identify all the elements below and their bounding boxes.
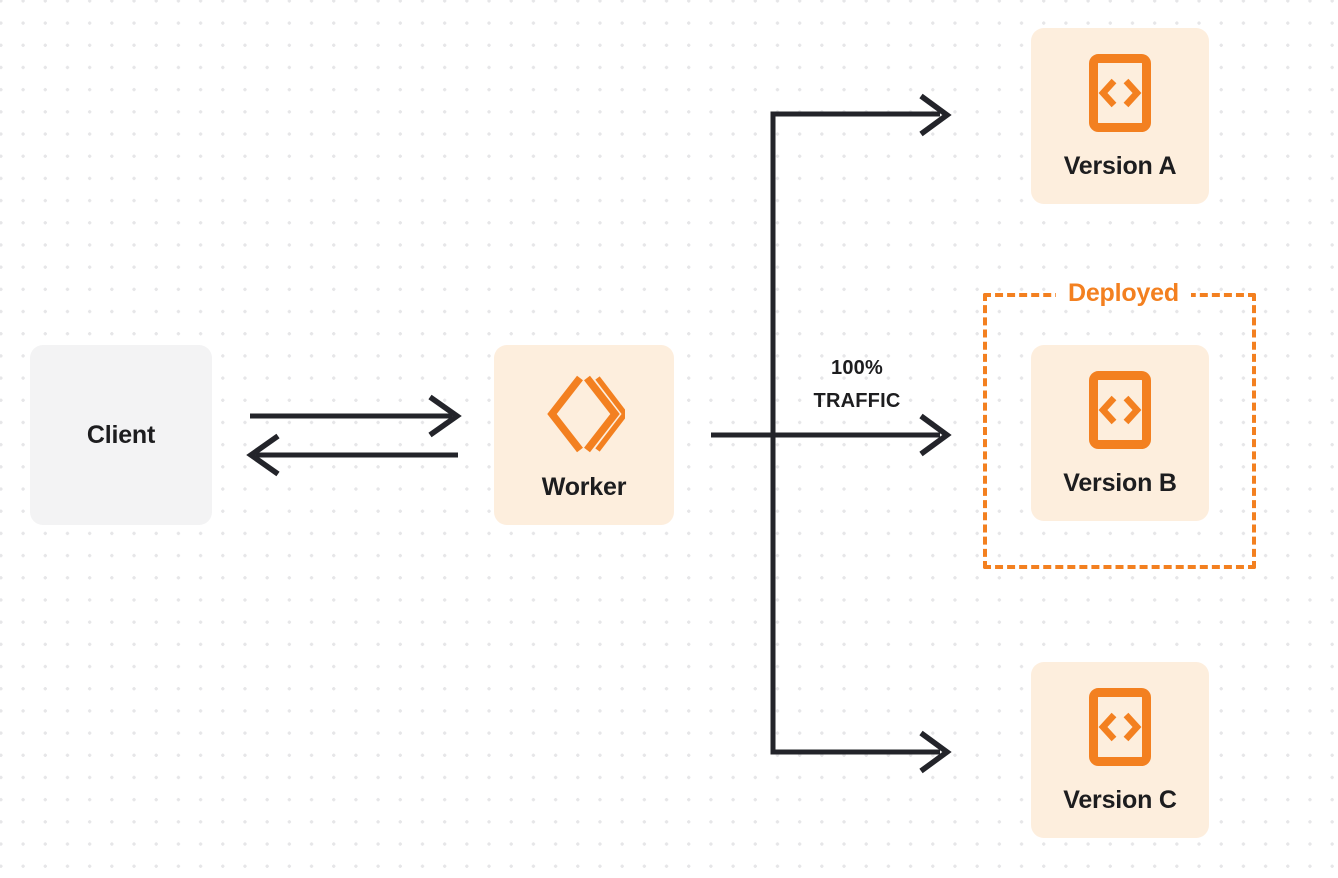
cloudflare-workers-logo-icon: [543, 371, 629, 457]
node-version-a[interactable]: Version A: [1031, 28, 1209, 204]
node-worker[interactable]: Worker: [494, 345, 674, 525]
node-version-b-label: Version B: [1063, 468, 1177, 497]
traffic-percent: 100%: [831, 357, 883, 379]
edge-worker-to-version-c: [770, 435, 952, 774]
traffic-label: 100% TRAFFIC: [771, 352, 943, 418]
node-version-c-label: Version C: [1063, 785, 1177, 814]
node-client[interactable]: Client: [30, 345, 212, 525]
code-file-icon: [1089, 687, 1151, 766]
edge-worker-to-version-b: [711, 413, 952, 457]
node-version-b[interactable]: Version B: [1031, 345, 1209, 521]
node-client-label: Client: [86, 420, 156, 449]
node-version-c[interactable]: Version C: [1031, 662, 1209, 838]
node-worker-label: Worker: [541, 472, 627, 501]
edge-worker-to-client: [246, 433, 458, 477]
node-version-a-label: Version A: [1063, 151, 1177, 180]
code-file-icon: [1089, 53, 1151, 132]
edge-client-to-worker: [250, 394, 462, 438]
code-file-icon: [1089, 370, 1151, 449]
deployed-group-label: Deployed: [1056, 281, 1191, 306]
traffic-word: TRAFFIC: [813, 390, 901, 412]
